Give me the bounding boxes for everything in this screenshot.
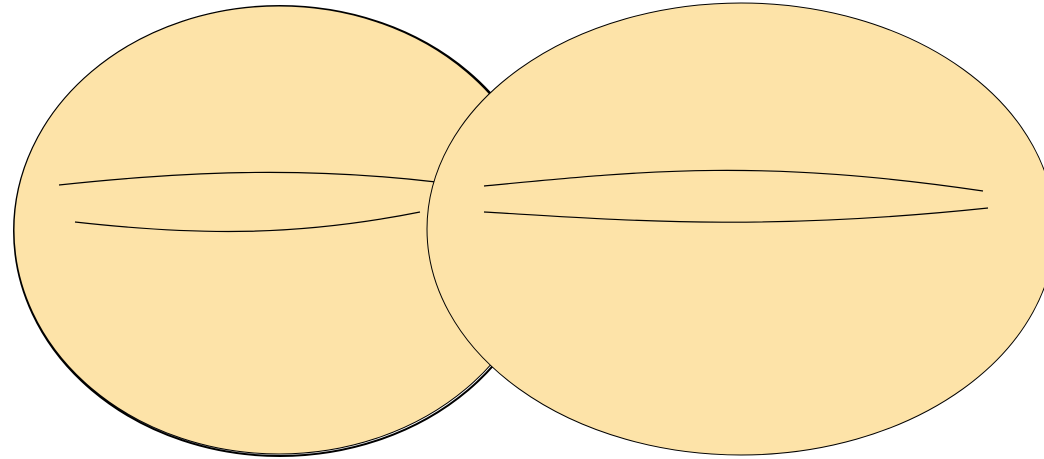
right-ellipse-group: [427, 3, 1044, 455]
right-ellipse: [427, 3, 1044, 455]
